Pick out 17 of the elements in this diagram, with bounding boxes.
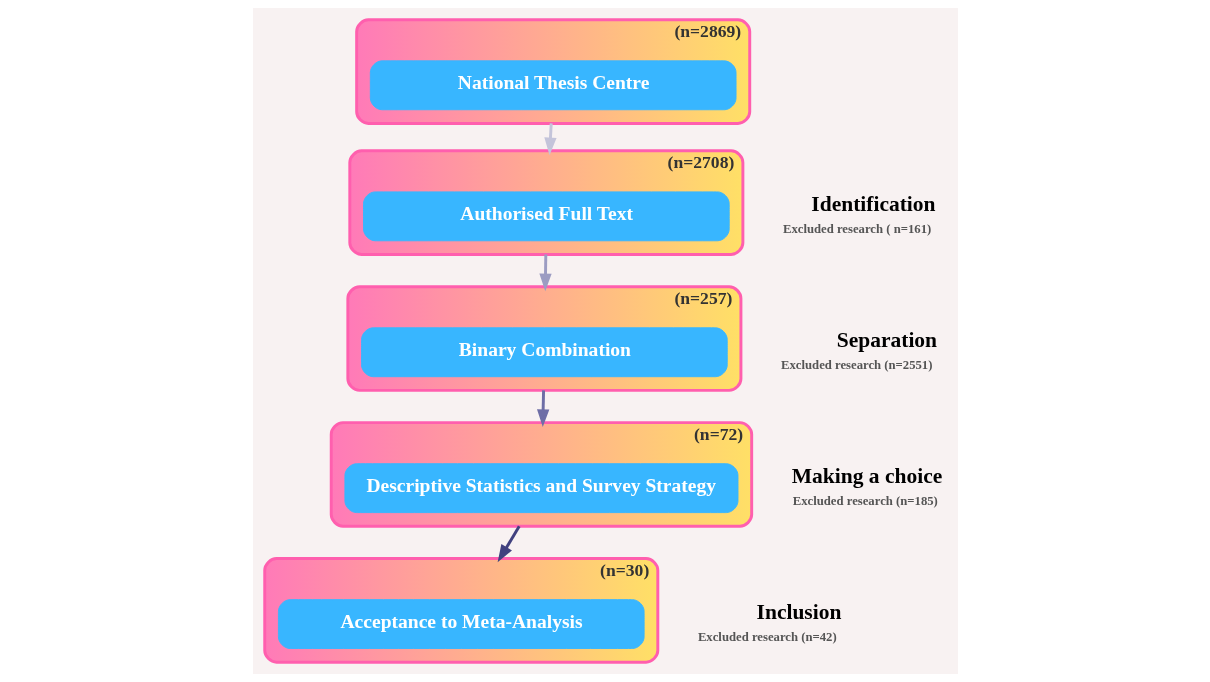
- node-box: National Thesis Centre: [369, 60, 737, 111]
- arrow: [543, 123, 557, 156]
- node-box: Acceptance to Meta-Analysis: [277, 599, 645, 649]
- label: Separation: [836, 327, 937, 352]
- arrow: [497, 525, 520, 563]
- node-box: Descriptive Statistics and Survey Strategy: [343, 463, 738, 514]
- arrow: [536, 390, 549, 428]
- arrow: [538, 254, 552, 292]
- label: Making a choice: [791, 463, 942, 488]
- label: Excluded research (n=2551): [780, 358, 932, 373]
- label: Excluded research (n=42): [697, 630, 837, 645]
- node-box: Binary Combination: [360, 327, 728, 378]
- label: Identification: [810, 192, 936, 217]
- label: Excluded research (n=185): [792, 494, 938, 509]
- label: Excluded research ( n=161): [782, 222, 931, 237]
- node-box: Authorised Full Text: [362, 191, 730, 242]
- label: Inclusion: [756, 599, 841, 624]
